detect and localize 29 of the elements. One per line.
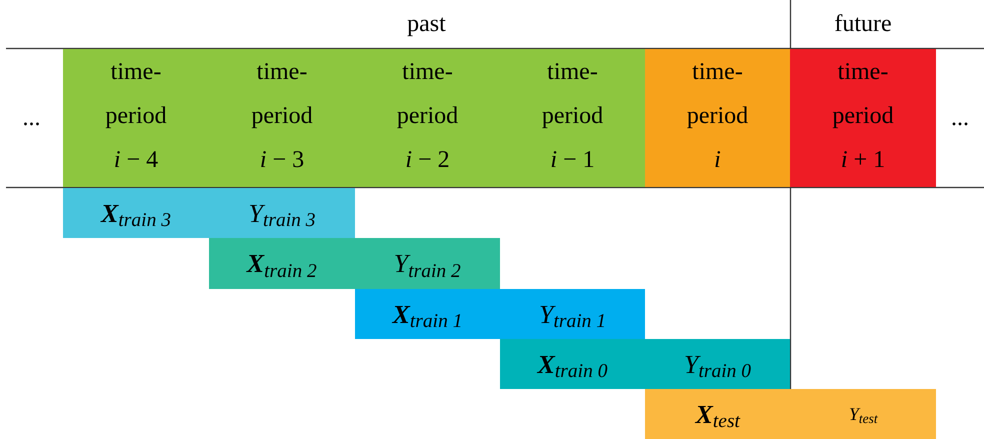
time-period-cell — [790, 49, 936, 187]
time-period-cell — [645, 49, 790, 187]
column-header: future — [834, 10, 892, 39]
training-window-bar — [209, 238, 500, 289]
period-index: i + 1 — [840, 146, 886, 175]
training-window-bar — [63, 188, 355, 238]
test-set-bar — [645, 389, 936, 439]
target-label: Y$_{train 1}$ — [538, 298, 606, 334]
feature-set-label: X$_{test}$ — [696, 398, 740, 434]
feature-set-label: X$_{train 0}$ — [538, 348, 608, 384]
period-index: i − 2 — [405, 146, 450, 175]
period-index: i − 3 — [260, 146, 304, 175]
target-label: Y$_{test}$ — [848, 402, 878, 428]
period-index: i − 4 — [114, 146, 158, 175]
target-label: Y$_{train 3}$ — [248, 198, 316, 232]
ellipsis-text: ... — [951, 104, 969, 133]
column-header: past — [407, 10, 446, 39]
time-period-cell — [63, 49, 209, 187]
target-label: Y$_{train 2}$ — [394, 248, 461, 283]
training-window-bar — [500, 339, 790, 389]
period-index: i − 1 — [550, 146, 595, 175]
target-label: Y$_{train 0}$ — [684, 348, 752, 384]
ellipsis-text: ... — [22, 104, 40, 133]
period-index: i — [714, 146, 721, 175]
time-period-cell — [500, 49, 645, 187]
feature-set-label: X$_{train 2}$ — [246, 248, 317, 283]
feature-set-label: X$_{train 3}$ — [101, 198, 171, 232]
training-window-bar — [355, 289, 645, 339]
feature-set-label: X$_{train 1}$ — [392, 298, 462, 334]
